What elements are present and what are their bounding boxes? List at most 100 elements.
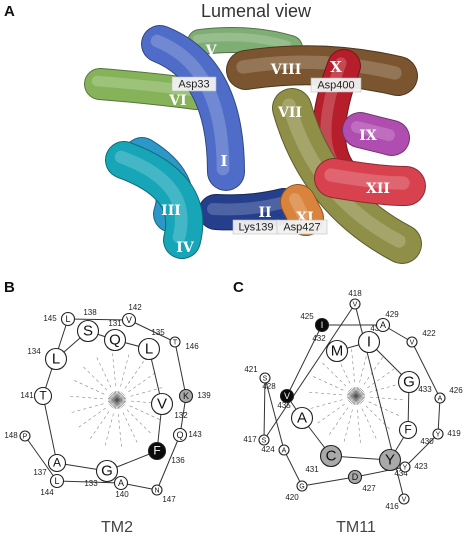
helix-xii-tube	[314, 158, 426, 206]
helix-iii-label: III	[161, 203, 181, 219]
helix-viii-tube	[226, 45, 418, 96]
svg-text:Y: Y	[436, 431, 441, 438]
helix-xi-tube	[280, 184, 324, 236]
residue-134: L 134	[27, 347, 68, 371]
svg-text:145: 145	[43, 314, 57, 323]
helix-iv-tube	[105, 141, 204, 259]
svg-text:L: L	[65, 314, 70, 324]
helix-v-label: V	[205, 43, 218, 59]
residue-146: T 146	[169, 336, 199, 351]
helix-ix-label: IX	[359, 128, 377, 144]
svg-text:P: P	[23, 433, 28, 440]
svg-text:T: T	[173, 339, 178, 346]
helical-wheel-tm2: L134S138Q131L135V132F136G133A137T141L145…	[4, 303, 211, 504]
svg-text:416: 416	[385, 502, 399, 511]
svg-text:132: 132	[174, 411, 188, 420]
residue-435: A 435	[277, 401, 314, 430]
svg-text:421: 421	[244, 365, 258, 374]
svg-text:M: M	[331, 342, 344, 359]
panel-c-label: C	[233, 279, 244, 296]
svg-text:L: L	[145, 340, 153, 357]
svg-text:N: N	[154, 487, 159, 494]
svg-text:131: 131	[108, 319, 122, 328]
svg-text:426: 426	[449, 386, 463, 395]
svg-text:431: 431	[305, 465, 319, 474]
svg-text:144: 144	[40, 488, 54, 497]
svg-text:S: S	[262, 437, 267, 444]
svg-text:424: 424	[261, 445, 275, 454]
panel-b-caption: TM2	[101, 519, 133, 536]
svg-text:S: S	[263, 375, 268, 382]
residue-148: P 148	[4, 430, 31, 442]
svg-text:Y: Y	[385, 451, 395, 468]
helix-vii-label: VII	[277, 105, 302, 121]
svg-text:138: 138	[83, 308, 97, 317]
helix-i-label: I	[220, 152, 227, 170]
residue-label-asp400: Asp400	[310, 77, 362, 93]
svg-text:D: D	[352, 472, 359, 482]
helix-x-label: X	[330, 58, 342, 76]
svg-text:A: A	[297, 409, 307, 426]
helix-ix-tube	[342, 112, 410, 156]
svg-text:G: G	[299, 483, 304, 490]
helix-xii-label: XII	[366, 181, 390, 197]
svg-text:136: 136	[171, 456, 185, 465]
wheel-center-spokes	[306, 346, 406, 446]
svg-text:428: 428	[262, 382, 276, 391]
svg-text:435: 435	[277, 401, 291, 410]
residue-label-lys139: Lys139	[232, 219, 280, 235]
residue-145: L 145	[43, 311, 76, 327]
svg-text:V: V	[402, 496, 407, 503]
svg-text:Asp427: Asp427	[283, 221, 320, 233]
residue-label-asp33: Asp33	[171, 76, 217, 92]
svg-text:V: V	[353, 301, 358, 308]
helix-iv-label: IV	[176, 240, 195, 256]
svg-text:L: L	[52, 350, 60, 367]
helix-ii-label: II	[258, 205, 271, 221]
svg-text:A: A	[380, 320, 386, 330]
svg-text:Lys139: Lys139	[238, 221, 273, 233]
svg-text:G: G	[101, 462, 113, 479]
residue-430: F 430	[398, 420, 434, 446]
svg-text:V: V	[410, 339, 415, 346]
svg-text:141: 141	[20, 391, 34, 400]
svg-text:Asp33: Asp33	[178, 78, 209, 90]
svg-text:V: V	[157, 395, 167, 412]
svg-text:430: 430	[420, 437, 434, 446]
panel-c: C M432I436G433F430Y434C431A435V428I425A4…	[233, 279, 463, 536]
svg-text:133: 133	[84, 479, 98, 488]
svg-text:V: V	[284, 391, 290, 401]
svg-text:139: 139	[197, 391, 211, 400]
svg-text:134: 134	[27, 347, 41, 356]
svg-text:A: A	[118, 478, 124, 488]
svg-text:S: S	[83, 322, 93, 339]
svg-text:Asp400: Asp400	[317, 79, 354, 91]
svg-text:G: G	[403, 373, 415, 390]
svg-text:142: 142	[128, 303, 142, 312]
svg-text:417: 417	[243, 435, 257, 444]
svg-text:F: F	[404, 423, 411, 437]
wheel-center-spokes	[67, 350, 167, 450]
svg-text:146: 146	[185, 342, 199, 351]
svg-text:147: 147	[162, 495, 176, 504]
svg-text:148: 148	[4, 431, 18, 440]
svg-text:I: I	[321, 320, 324, 330]
